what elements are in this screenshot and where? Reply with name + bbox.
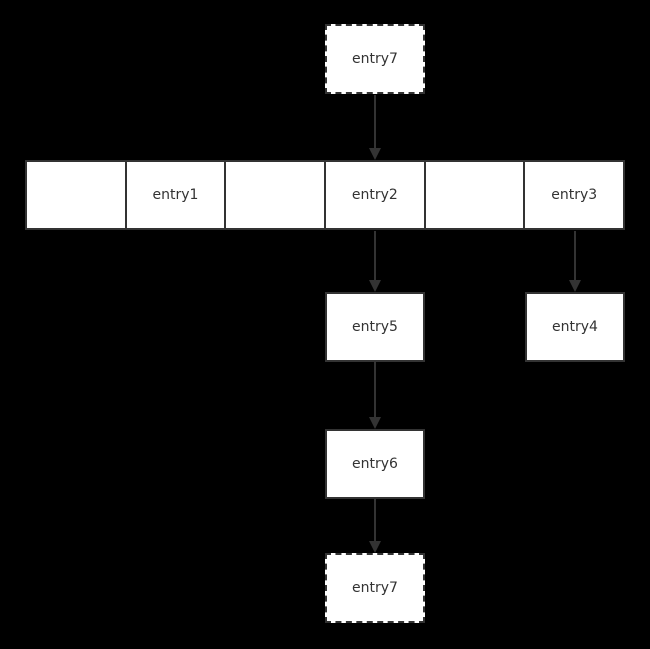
node-entry5: entry5: [325, 292, 425, 362]
arrowhead-icon: [369, 541, 381, 553]
node-entry4-label: entry4: [552, 319, 598, 335]
table-cell-0: [27, 162, 125, 228]
edge-line: [574, 231, 576, 282]
node-entry6-label: entry6: [352, 456, 398, 472]
arrowhead-icon: [369, 280, 381, 292]
edge-line: [374, 231, 376, 282]
table-cell-entry1-label: entry1: [152, 187, 199, 203]
table-cell-entry3-label: entry3: [551, 187, 598, 203]
edge-line: [374, 95, 376, 150]
node-entry7-top-label: entry7: [352, 51, 398, 67]
node-entry7-top: entry7: [325, 24, 425, 94]
edge-entry3-to-entry4: [569, 231, 581, 292]
table-cell-4: [423, 162, 524, 228]
arrowhead-icon: [369, 148, 381, 160]
edge-entry6-to-entry7bottom: [369, 499, 381, 553]
node-entry5-label: entry5: [352, 319, 398, 335]
arrowhead-icon: [369, 417, 381, 429]
node-entry6: entry6: [325, 429, 425, 499]
table-cell-entry3: entry3: [523, 162, 623, 228]
edge-line: [374, 499, 376, 543]
edge-entry2-to-entry5: [369, 231, 381, 292]
node-entry4: entry4: [525, 292, 625, 362]
node-entry7-bottom: entry7: [325, 553, 425, 623]
edge-line: [374, 362, 376, 419]
edge-entry5-to-entry6: [369, 362, 381, 429]
table-row: entry1 entry2 entry3: [25, 160, 625, 230]
table-cell-entry2-label: entry2: [351, 187, 398, 203]
edge-entry7top-to-entry2: [369, 95, 381, 160]
node-entry7-bottom-label: entry7: [352, 580, 398, 596]
table-cell-entry1: entry1: [124, 162, 225, 228]
arrowhead-icon: [569, 280, 581, 292]
table-cell-2: [224, 162, 324, 228]
table-cell-entry2: entry2: [324, 162, 424, 228]
